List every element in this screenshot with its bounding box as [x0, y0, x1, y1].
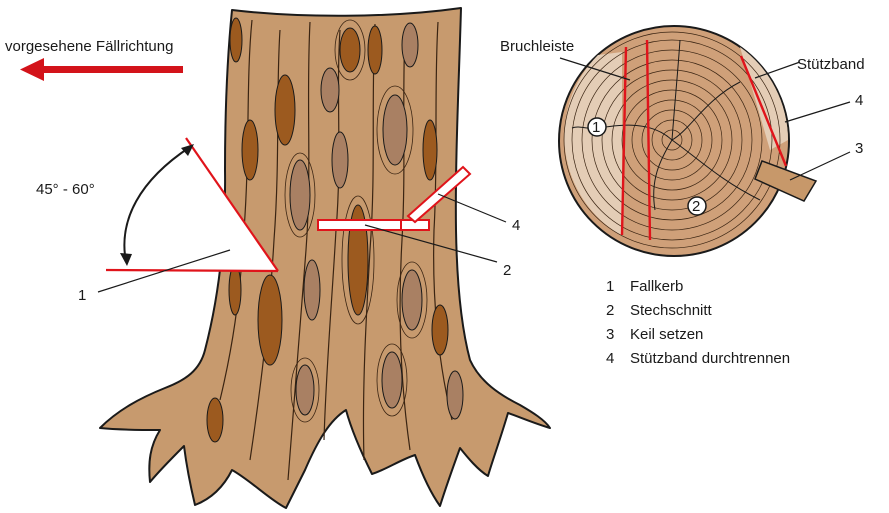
legend-text: Keil setzen — [630, 323, 703, 347]
legend: 1 Fallkerb 2 Stechschnitt 3 Keil setzen … — [606, 275, 790, 371]
legend-item: 3 Keil setzen — [606, 323, 790, 347]
stump-marker-1: 1 — [588, 118, 606, 136]
legend-text: Fallkerb — [630, 275, 683, 299]
felling-direction-arrow — [20, 58, 183, 81]
legend-number: 4 — [606, 347, 630, 371]
legend-item: 4 Stützband durchtrennen — [606, 347, 790, 371]
callout-4-left: 4 — [512, 217, 520, 234]
callout-2: 2 — [503, 262, 511, 279]
stump-cross-section — [559, 26, 789, 256]
legend-text: Stechschnitt — [630, 299, 712, 323]
legend-text: Stützband durchtrennen — [630, 347, 790, 371]
svg-text:2: 2 — [692, 198, 700, 215]
svg-text:1: 1 — [592, 119, 600, 136]
legend-item: 2 Stechschnitt — [606, 299, 790, 323]
stuetzband-label: Stützband — [797, 56, 865, 73]
callout-3: 3 — [855, 140, 863, 157]
callout-4-right: 4 — [855, 92, 863, 109]
angle-label: 45° - 60° — [36, 181, 95, 198]
legend-number: 1 — [606, 275, 630, 299]
legend-item: 1 Fallkerb — [606, 275, 790, 299]
felling-direction-label: vorgesehene Fällrichtung — [5, 38, 173, 55]
stump-marker-2: 2 — [688, 197, 706, 215]
bruchleiste-label: Bruchleiste — [500, 38, 574, 55]
callout-1: 1 — [78, 287, 86, 304]
legend-number: 2 — [606, 299, 630, 323]
legend-number: 3 — [606, 323, 630, 347]
plunge-cut — [318, 220, 429, 230]
